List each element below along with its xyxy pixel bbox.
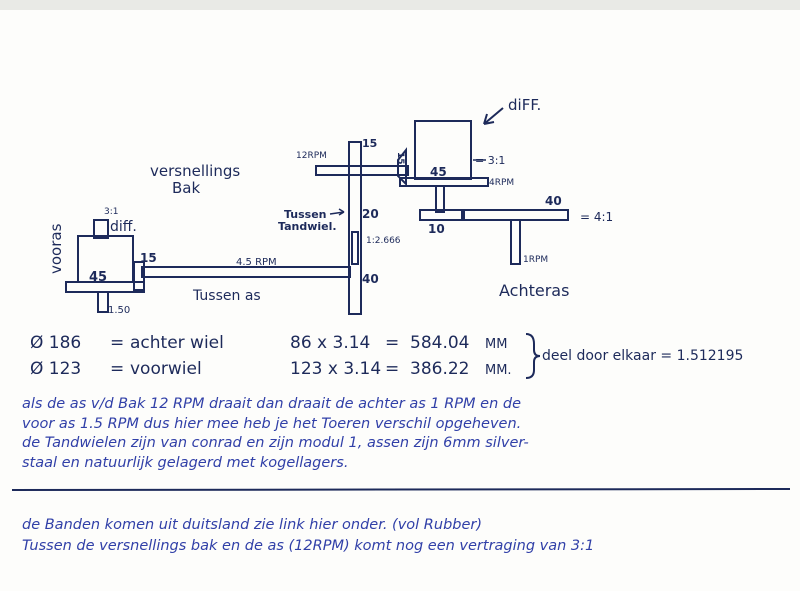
- calc-row2-formula: 123 x 3.14: [290, 359, 381, 379]
- gear-40-right-label: 40: [545, 194, 562, 208]
- versnellings-label: versnellings: [150, 162, 240, 180]
- tussen-as-shaft: [141, 266, 351, 278]
- tussen-as-label: Tussen as: [192, 288, 261, 304]
- val-150-label: 1.50: [108, 305, 130, 316]
- tandwiel-label: Tandwiel.: [278, 220, 337, 233]
- ratio-31-label: = 3:1: [475, 154, 505, 167]
- calc-row2-eq2: =: [385, 359, 399, 379]
- calc-division: deel door elkaar = 1.512195: [542, 348, 743, 364]
- achteras-label: Achteras: [499, 281, 569, 300]
- calc-row1-result: 584.04: [410, 333, 469, 353]
- diff-left-label: diff.: [110, 219, 137, 235]
- right-vertical-shaft: [435, 185, 445, 213]
- tandwiel-arrow: [329, 208, 345, 216]
- calc-row2-wheel: voorwiel: [130, 359, 202, 379]
- rpm-45-label: 4.5 RPM: [236, 257, 277, 268]
- note-line: als de as v/d Bak 12 RPM draait dan draa…: [22, 396, 522, 412]
- calc-row2-eq: =: [110, 359, 124, 379]
- gear-45-right-label: 45: [430, 165, 447, 179]
- calc-row2-result: 386.22: [410, 359, 469, 379]
- gear-15-top-label: 15: [362, 137, 377, 150]
- right-bevel-gear: [397, 147, 407, 187]
- calc-row1-eq: =: [110, 333, 124, 353]
- gear-40-mid-label: 40: [362, 272, 379, 286]
- gear-15-left-label: 15: [140, 251, 157, 265]
- paper-top-edge: [0, 0, 800, 10]
- ratio-left-label: 3:1: [104, 207, 118, 217]
- note-line: staal en natuurlijk gelagerd met kogella…: [22, 454, 349, 471]
- separator-line-2: [11, 488, 791, 491]
- achteras-down-shaft: [510, 219, 521, 265]
- calc-brace: [525, 333, 541, 379]
- bak-label: Bak: [172, 179, 200, 197]
- calc-row1-wheel: achter wiel: [130, 333, 224, 353]
- note-line: de Tandwielen zijn van conrad en zijn mo…: [22, 435, 529, 451]
- calc-row1-dia: Ø 186: [30, 333, 81, 353]
- calc-row1-unit: MM: [485, 337, 507, 352]
- tussen-label: Tussen: [284, 208, 327, 221]
- separator-line-2-wrap: [11, 488, 791, 491]
- calc-row1-formula: 86 x 3.14: [290, 333, 370, 353]
- top-shaft-12rpm: [315, 165, 409, 176]
- diff-top-label: diFF.: [508, 96, 541, 114]
- gearbox-diagram: versnellings Bak diFF. diff. vooras 3:1 …: [47, 96, 613, 316]
- note-paragraph-1: als de as v/d Bak 12 RPM draait dan draa…: [22, 395, 529, 473]
- calc-row2-dia: Ø 123: [30, 359, 81, 379]
- left-diff-stub: [93, 219, 109, 239]
- rpm-12-label: 12RPM: [296, 151, 327, 161]
- achteras-shaft: [461, 209, 569, 221]
- circumference-calc: Ø 186 = achter wiel 86 x 3.14 = 584.04 M…: [30, 333, 743, 379]
- ratio-2666-label: 1:2.666: [366, 236, 401, 246]
- gear-45-left-label: 45: [89, 270, 107, 285]
- gear-20-label: 20: [362, 207, 379, 221]
- central-gear-lower: [351, 231, 359, 265]
- rpm-4-label: 4RPM: [489, 178, 514, 188]
- calc-row1-eq2: =: [385, 333, 399, 353]
- note-line: Tussen de versnellings bak en de as (12R…: [22, 538, 595, 554]
- calc-row2-unit: MM.: [485, 363, 512, 378]
- gear-10-label: 10: [428, 222, 445, 236]
- note-line: voor as 1.5 RPM dus hier mee heb je het …: [22, 415, 522, 432]
- vooras-label: vooras: [47, 223, 65, 274]
- diff-arrow: [483, 107, 504, 125]
- gear-10: [419, 209, 465, 221]
- left-down-shaft: [97, 291, 109, 313]
- rpm-1-label: 1RPM: [523, 255, 548, 265]
- gear-15-small-label: 15: [395, 152, 405, 165]
- note-paragraph-2: de Banden komen uit duitsland zie link h…: [22, 515, 594, 557]
- note-line: de Banden komen uit duitsland zie link h…: [22, 517, 483, 533]
- central-shaft: [348, 141, 362, 315]
- ratio-41-label: = 4:1: [580, 210, 613, 224]
